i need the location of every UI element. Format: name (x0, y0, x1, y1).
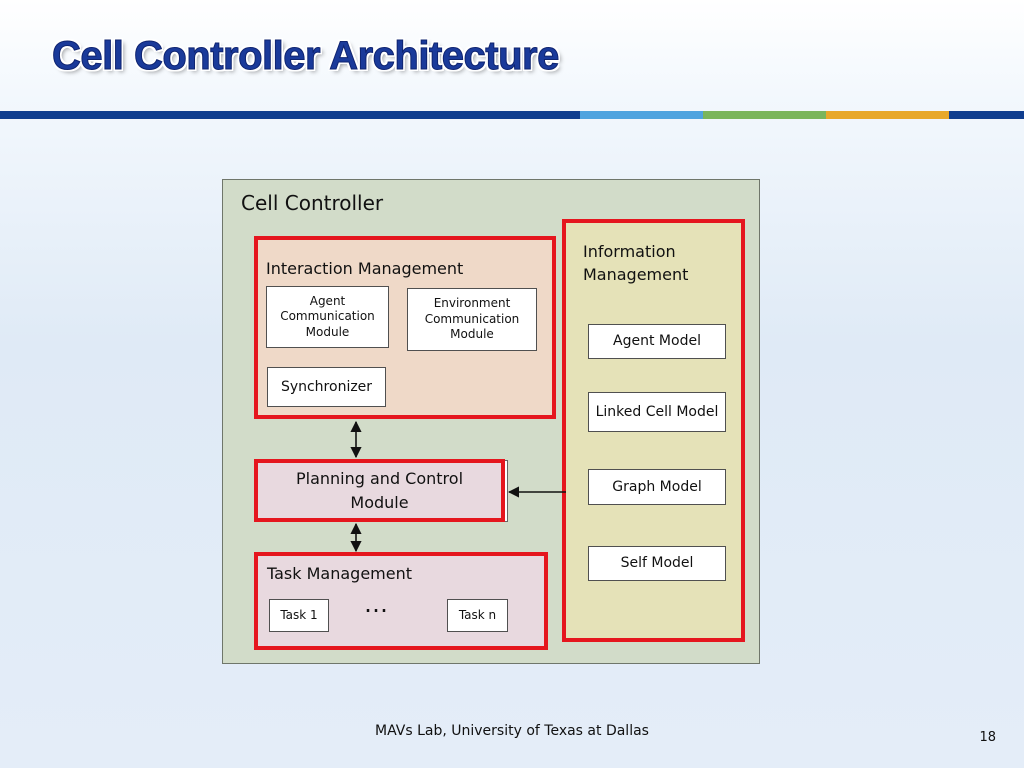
task-ellipsis: … (364, 590, 388, 618)
band-segment-green (703, 111, 826, 119)
self-model-label: Self Model (620, 555, 694, 572)
planning-control-module: Planning and Control Module (254, 459, 505, 522)
graph-model-label: Graph Model (612, 478, 702, 495)
information-management-label: Information Management (583, 240, 688, 286)
self-model-box: Self Model (588, 546, 726, 581)
linked-cell-model-box: Linked Cell Model (588, 392, 726, 432)
slide-title: Cell Controller Architecture (52, 34, 560, 79)
task-n-box: Task n (447, 599, 508, 632)
env-comm-line-1: Environment (433, 296, 511, 311)
footer-text: MAVs Lab, University of Texas at Dallas (375, 723, 649, 739)
band-segment-orange (826, 111, 949, 119)
band-segment-navy-end (949, 111, 1024, 119)
information-label-line-2: Management (583, 265, 689, 285)
band-segment-navy (0, 111, 580, 119)
agent-comm-line-2: Communication (280, 309, 375, 324)
task-n-label: Task n (458, 607, 497, 622)
synchronizer-label: Synchronizer (280, 378, 373, 395)
information-label-line-1: Information (583, 242, 676, 261)
env-comm-line-2: Communication (424, 311, 520, 326)
page-number: 18 (979, 730, 996, 745)
task-1-box: Task 1 (269, 599, 329, 632)
task-1-label: Task 1 (280, 607, 318, 622)
synchronizer-box: Synchronizer (267, 367, 386, 407)
agent-communication-module: Agent Communication Module (266, 286, 389, 348)
task-management-label: Task Management (267, 564, 413, 583)
band-segment-blue (580, 111, 703, 119)
planning-label-line-2: Module (350, 492, 409, 512)
environment-communication-module: Environment Communication Module (407, 288, 537, 351)
agent-comm-line-3: Module (305, 324, 350, 339)
agent-model-label: Agent Model (613, 333, 701, 350)
graph-model-box: Graph Model (588, 469, 726, 505)
linked-cell-model-label: Linked Cell Model (595, 403, 719, 420)
planning-label-line-1: Planning and Control (295, 469, 464, 489)
interaction-management-label: Interaction Management (266, 259, 464, 278)
env-comm-line-3: Module (450, 327, 494, 342)
cell-controller-label: Cell Controller (241, 191, 384, 215)
agent-model-box: Agent Model (588, 324, 726, 359)
agent-comm-line-1: Agent (309, 293, 346, 308)
